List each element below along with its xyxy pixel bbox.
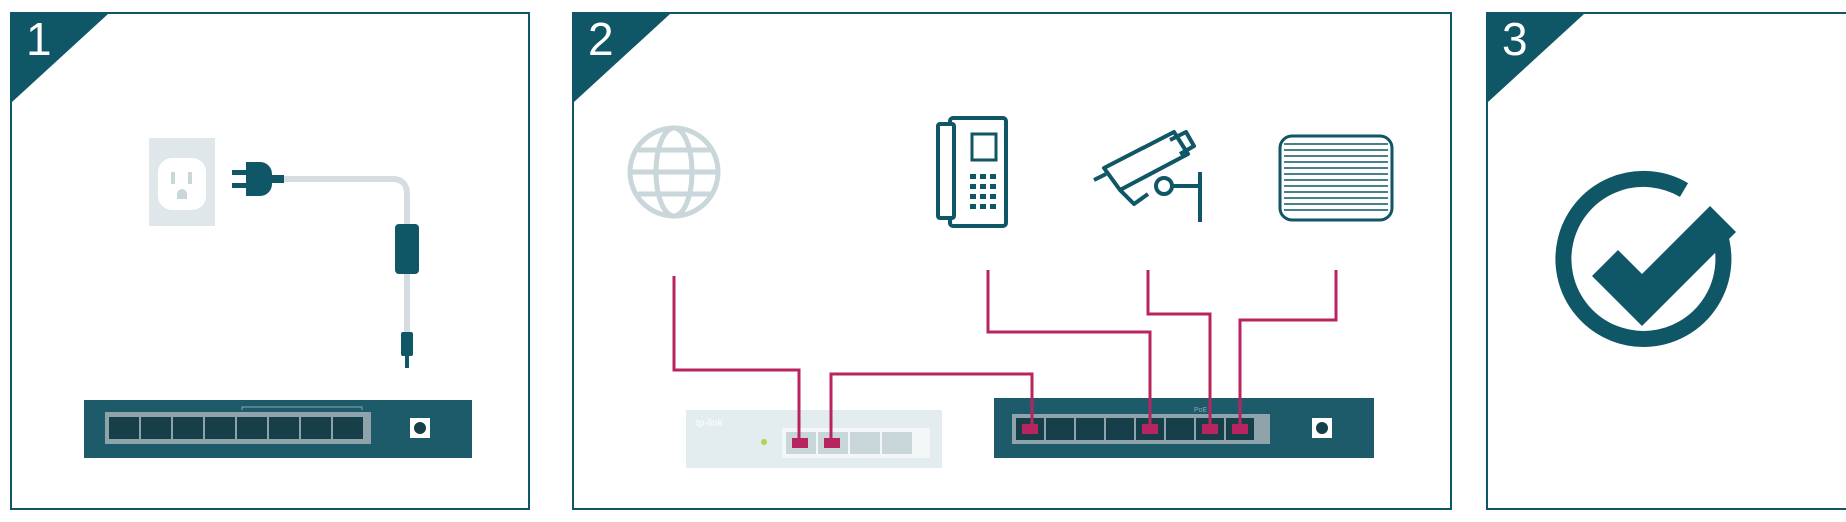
step-3-corner-badge: [1488, 14, 1584, 102]
network-switch: [84, 400, 472, 458]
power-outlet-icon: [149, 138, 215, 226]
poe-label: PoE: [1194, 407, 1208, 414]
globe-icon: [627, 125, 721, 219]
step-1-number: 1: [26, 13, 52, 65]
ethernet-cables: [672, 270, 1338, 438]
access-point-icon: [1278, 134, 1394, 222]
router-led: [761, 439, 767, 445]
step-3-panel: 3: [1486, 12, 1846, 510]
dc-barrel-plug: [401, 332, 413, 356]
switch-ethernet-ports: [109, 417, 363, 439]
security-camera-icon: [1093, 130, 1202, 222]
step-1-corner-badge: [12, 14, 108, 102]
poe-switch: PoE: [994, 398, 1374, 458]
ip-phone-icon: [936, 116, 1008, 228]
step-2-number: 2: [588, 13, 614, 65]
step-2-corner-badge: [574, 14, 670, 102]
step-1-panel: 1: [10, 12, 530, 510]
power-cable: [284, 176, 410, 349]
router: tp-link: [686, 410, 942, 468]
checkmark-circle-icon: [1555, 170, 1736, 347]
cable-ferrite-bead: [395, 224, 419, 274]
step-2-panel: 2: [572, 12, 1452, 510]
step-3-number: 3: [1502, 13, 1528, 65]
router-brand-label: tp-link: [696, 418, 724, 429]
power-plug-icon: [232, 162, 284, 196]
